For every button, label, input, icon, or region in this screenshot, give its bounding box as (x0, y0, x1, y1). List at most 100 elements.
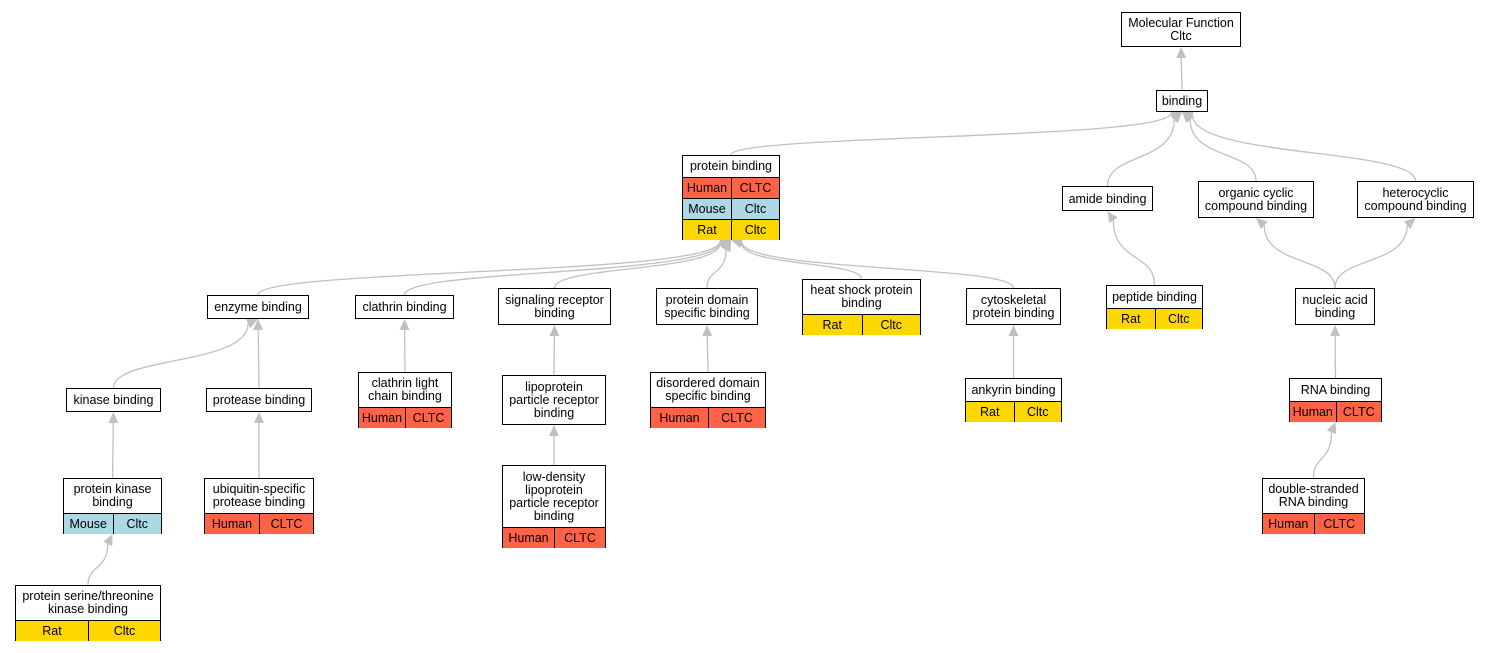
go-term-label-text: protease binding (212, 393, 306, 407)
species-cell: Human (651, 408, 708, 428)
edge-line (112, 323, 249, 389)
go-term-label: RNA binding (1290, 379, 1381, 401)
edge-line (740, 242, 863, 280)
gene-cell[interactable]: CLTC (259, 514, 313, 534)
go-term-label-text: clathrin light chain binding (368, 376, 442, 403)
gene-cell[interactable]: Cltc (88, 621, 160, 641)
go-term-label-text: ubiquitin-specific protease binding (212, 482, 306, 509)
edge-line (730, 112, 1172, 156)
go-term-node-protease-binding[interactable]: protease binding (206, 388, 312, 412)
gene-cell[interactable]: Cltc (1013, 402, 1061, 422)
edge-arrowhead (549, 325, 560, 337)
go-term-label-text: clathrin binding (362, 300, 447, 314)
edge-arrowhead (1170, 112, 1182, 124)
edge-arrowhead (1330, 325, 1341, 337)
gene-cell[interactable]: Cltc (112, 514, 161, 534)
go-term-node-protein-domain[interactable]: protein domain specific binding (656, 288, 758, 325)
edge-line (403, 241, 721, 296)
go-term-node-amide-binding[interactable]: amide binding (1062, 186, 1153, 211)
species-cell: Human (1263, 514, 1314, 534)
go-term-node-ldl-receptor[interactable]: low-density lipoprotein particle recepto… (502, 465, 606, 548)
edge-line (1106, 119, 1175, 187)
go-term-node-mf[interactable]: Molecular Function Cltc (1121, 12, 1241, 47)
gene-cell[interactable]: CLTC (405, 408, 451, 428)
species-cell: Rat (966, 402, 1014, 422)
go-term-label: ankyrin binding (966, 379, 1061, 401)
gene-cell[interactable]: CLTC (708, 408, 765, 428)
go-term-label-text: protein binding (689, 159, 772, 173)
go-term-node-kinase-binding[interactable]: kinase binding (66, 388, 161, 412)
go-term-label: protease binding (207, 389, 311, 412)
edge-line (1112, 220, 1156, 286)
edge-line (706, 249, 727, 289)
go-term-label-text: kinase binding (73, 393, 154, 407)
go-term-label-text: binding (1161, 94, 1203, 108)
edge-line (111, 422, 114, 479)
go-term-node-cytoskeletal[interactable]: cytoskeletal protein binding (966, 288, 1061, 325)
edge-arrowhead (245, 319, 258, 329)
gene-cell[interactable]: CLTC (1313, 514, 1364, 534)
go-term-node-organic-cyclic[interactable]: organic cyclic compound binding (1198, 181, 1314, 218)
go-term-node-clathrin-binding[interactable]: clathrin binding (355, 295, 454, 319)
edge-line (553, 242, 722, 289)
go-term-label: disordered domain specific binding (651, 373, 765, 407)
gene-cell[interactable]: CLTC (1335, 402, 1381, 422)
go-term-label: Molecular Function Cltc (1122, 13, 1240, 47)
go-term-node-heterocyclic[interactable]: heterocyclic compound binding (1357, 181, 1474, 218)
gene-cell[interactable]: Cltc (1154, 309, 1202, 329)
species-cell: Rat (1107, 309, 1155, 329)
gene-cell[interactable]: Cltc (731, 199, 779, 219)
go-term-label-text: organic cyclic compound binding (1204, 186, 1308, 213)
go-term-label: nucleic acid binding (1296, 289, 1374, 325)
go-term-node-nucleic-acid[interactable]: nucleic acid binding (1295, 288, 1375, 325)
edge-arrowhead (1008, 325, 1019, 336)
go-term-node-binding[interactable]: binding (1156, 90, 1208, 112)
species-cell: Human (1290, 402, 1336, 422)
gene-cell[interactable]: CLTC (731, 178, 779, 198)
go-term-label: ubiquitin-specific protease binding (205, 479, 313, 513)
go-term-label: kinase binding (67, 389, 160, 412)
go-term-label-text: low-density lipoprotein particle recepto… (509, 469, 599, 523)
go-term-label: heat shock protein binding (803, 280, 920, 314)
go-term-node-lipoprotein-receptor[interactable]: lipoprotein particle receptor binding (502, 375, 606, 425)
gene-cell[interactable]: CLTC (554, 528, 605, 548)
edge-line (741, 241, 1015, 289)
go-term-label-text: protein serine/threonine kinase binding (22, 589, 154, 616)
go-term-label: cytoskeletal protein binding (967, 289, 1060, 325)
go-term-label: amide binding (1063, 187, 1152, 211)
go-term-label-text: Molecular Function Cltc (1128, 16, 1234, 43)
edge-arrowhead (719, 238, 731, 248)
gene-cell[interactable]: Cltc (731, 220, 779, 240)
go-term-label: low-density lipoprotein particle recepto… (503, 466, 605, 527)
go-term-label-text: disordered domain specific binding (656, 376, 760, 403)
go-term-label-text: peptide binding (1112, 289, 1197, 304)
edge-arrowhead (721, 240, 731, 253)
edge-line (257, 329, 260, 389)
go-term-label-text: double-stranded RNA binding (1268, 482, 1359, 509)
edge-line (87, 543, 109, 586)
go-term-label-text: amide binding (1068, 191, 1147, 206)
edge-arrowhead (253, 319, 264, 331)
go-term-node-enzyme-binding[interactable]: enzyme binding (207, 295, 309, 319)
go-term-label: protein serine/threonine kinase binding (16, 586, 160, 620)
go-term-label: clathrin binding (356, 296, 453, 319)
gene-cell[interactable]: Cltc (861, 315, 920, 335)
go-term-node-signaling-receptor[interactable]: signaling receptor binding (498, 288, 611, 325)
